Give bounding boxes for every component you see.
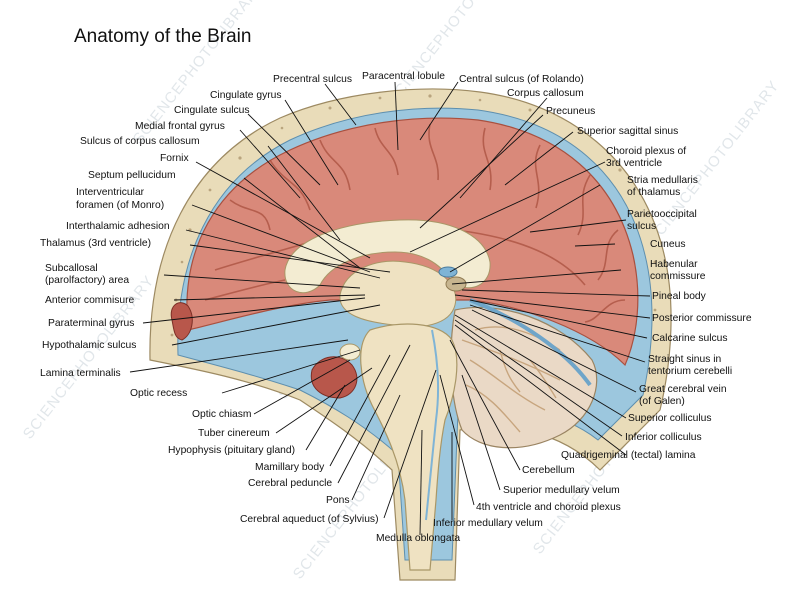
label-optic-chiasm: Optic chiasm	[192, 409, 252, 420]
label-mamillary-body: Mamillary body	[255, 462, 325, 473]
label-precuneus: Precuneus	[546, 106, 595, 117]
label-superior-colliculus: Superior colliculus	[628, 413, 712, 424]
label-choroid-plexus-1: Choroid plexus of	[606, 146, 686, 157]
label-paracentral-lobule: Paracentral lobule	[362, 71, 445, 82]
sphenoid-shape	[310, 356, 358, 399]
label-corpus-callosum: Corpus callosum	[507, 88, 584, 99]
page-title: Anatomy of the Brain	[74, 26, 251, 47]
label-cerebral-peduncle: Cerebral peduncle	[248, 478, 332, 489]
label-pons: Pons	[326, 495, 349, 506]
label-cerebral-aqueduct: Cerebral aqueduct (of Sylvius)	[240, 514, 379, 525]
label-tuber-cinereum: Tuber cinereum	[198, 428, 270, 439]
label-cingulate-sulcus: Cingulate sulcus	[174, 105, 250, 116]
aqueduct-line	[425, 329, 440, 521]
label-posterior-commissure: Posterior commissure	[652, 313, 752, 324]
diencephalon	[339, 260, 457, 328]
frontal-sinus-shape	[170, 302, 193, 341]
label-precentral-sulcus: Precentral sulcus	[273, 74, 352, 85]
label-cerebellum: Cerebellum	[522, 465, 575, 476]
label-calcarine-sulcus: Calcarine sulcus	[652, 333, 728, 344]
straight-sinus-shape	[469, 298, 592, 387]
label-habenular-2: commissure	[650, 271, 706, 282]
label-subcallosal-2: (parolfactory) area	[45, 275, 129, 286]
label-parietooccipital-2: sulcus	[627, 221, 656, 232]
label-lamina-terminalis: Lamina terminalis	[40, 368, 121, 379]
label-great-cerebral-vein-1: Great cerebral vein	[639, 384, 727, 395]
label-medial-frontal-gyrus: Medial frontal gyrus	[135, 121, 225, 132]
label-stria-medullaris-1: Stria medullaris	[627, 175, 698, 186]
label-interventricular-2: foramen (of Monro)	[76, 200, 164, 211]
label-fourth-ventricle: 4th ventricle and choroid plexus	[476, 502, 621, 513]
label-subcallosal-1: Subcallosal	[45, 263, 98, 274]
label-medulla-oblongata: Medulla oblongata	[376, 533, 460, 544]
choroid-plexus-shape	[438, 266, 458, 278]
label-stria-medullaris-2: of thalamus	[627, 187, 680, 198]
label-pineal-body: Pineal body	[652, 291, 707, 302]
label-interthalamic-adhesion: Interthalamic adhesion	[66, 221, 170, 232]
label-straight-sinus-2: tentorium cerebelli	[648, 366, 732, 377]
label-septum-pellucidum: Septum pellucidum	[88, 170, 176, 181]
label-fornix: Fornix	[160, 153, 189, 164]
label-quadrigeminal-lamina: Quadrigeminal (tectal) lamina	[561, 450, 696, 461]
label-paraterminal-gyrus: Paraterminal gyrus	[48, 318, 134, 329]
watermark-3: SCIENCEPHOTOLIBRARY	[645, 77, 783, 247]
label-optic-recess: Optic recess	[130, 388, 187, 399]
label-sulcus-corpus-callosum: Sulcus of corpus callosum	[80, 136, 200, 147]
label-hypophysis: Hypophysis (pituitary gland)	[168, 445, 295, 456]
label-thalamus: Thalamus (3rd ventricle)	[40, 238, 151, 249]
label-cingulate-gyrus: Cingulate gyrus	[210, 90, 282, 101]
label-central-sulcus: Central sulcus (of Rolando)	[459, 74, 584, 85]
label-choroid-plexus-2: 3rd ventricle	[606, 158, 662, 169]
label-superior-sagittal-sinus: Superior sagittal sinus	[577, 126, 678, 137]
label-inferior-colliculus: Inferior colliculus	[625, 432, 702, 443]
leader-lines	[129, 81, 651, 536]
arbor-vitae	[461, 326, 561, 433]
label-interventricular-1: Interventricular	[76, 187, 145, 198]
label-habenular-1: Habenular	[650, 259, 698, 270]
label-superior-medullary-velum: Superior medullary velum	[503, 485, 620, 496]
optic-chiasm-shape	[339, 343, 361, 361]
label-great-cerebral-vein-2: (of Galen)	[639, 396, 685, 407]
label-hypothalamic-sulcus: Hypothalamic sulcus	[42, 340, 136, 351]
label-cuneus: Cuneus	[650, 239, 686, 250]
label-straight-sinus-1: Straight sinus in	[648, 354, 722, 365]
label-inferior-medullary-velum: Inferior medullary velum	[433, 518, 543, 529]
label-anterior-commisure: Anterior commisure	[45, 295, 135, 306]
label-parietooccipital-1: Parietooccipital	[627, 209, 697, 220]
label-group: Precentral sulcus Paracentral lobule Cen…	[40, 71, 752, 544]
